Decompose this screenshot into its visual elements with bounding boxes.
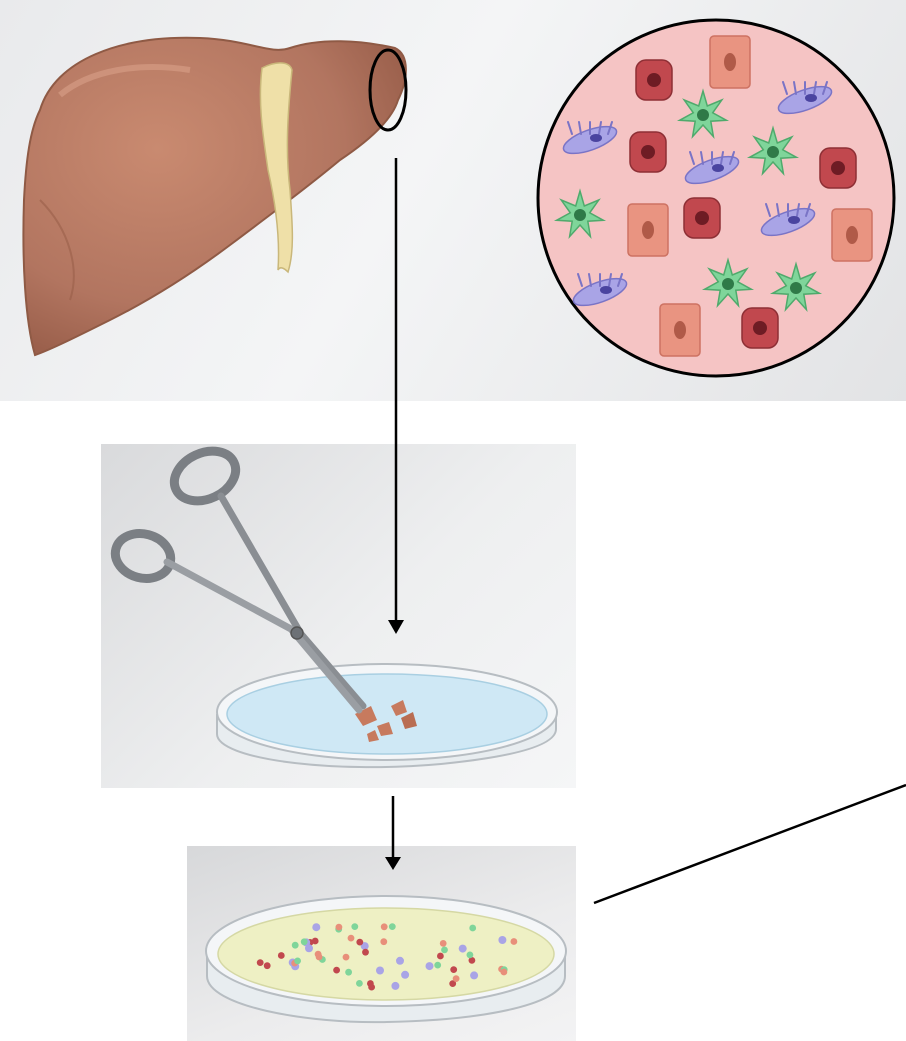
petri-dish [217, 664, 557, 767]
mini-cell [498, 936, 506, 944]
mini-cell [351, 923, 358, 930]
mincing-panel [101, 444, 576, 788]
mini-cell [333, 967, 340, 974]
hepatocyte-cell [684, 198, 720, 238]
hepatocyte-cell [630, 132, 666, 172]
mini-cell [294, 958, 301, 965]
liver-panel [0, 0, 906, 401]
mini-cell [450, 966, 457, 973]
mini-cell [441, 947, 448, 954]
mini-cell [380, 938, 387, 945]
mini-cell [459, 945, 467, 953]
mini-cell [437, 953, 444, 960]
mini-cell [356, 939, 363, 946]
mini-cell [470, 971, 478, 979]
hepatocyte-cell [636, 60, 672, 100]
mini-cell [257, 959, 264, 966]
mini-cell [391, 982, 399, 990]
mini-cell [278, 952, 285, 959]
scissors-icon [110, 444, 363, 710]
mini-cell [348, 935, 355, 942]
endothelial-cell [832, 209, 872, 261]
endothelial-cell [628, 204, 668, 256]
mini-cell [434, 962, 441, 969]
mini-cell [467, 952, 474, 959]
culture-illustration [187, 846, 576, 1041]
mini-cell [381, 923, 388, 930]
connector-line [594, 785, 906, 903]
mini-cell [426, 962, 434, 970]
mini-cell [401, 971, 409, 979]
liver-illustration [0, 0, 906, 401]
mini-cell [362, 949, 369, 956]
mini-cell [356, 980, 363, 987]
culture-medium [218, 908, 554, 1000]
mini-cell [368, 984, 375, 991]
mini-cell [453, 975, 460, 982]
mini-cell [264, 962, 271, 969]
mini-cell [469, 925, 476, 932]
mini-cell [316, 954, 323, 961]
mini-cell [511, 938, 518, 945]
mini-cell [389, 923, 396, 930]
mini-cell [312, 938, 319, 945]
mini-cell [292, 942, 299, 949]
hepatocyte-cell [820, 148, 856, 188]
endothelial-cell [660, 304, 700, 356]
liver-shape [23, 38, 405, 355]
hepatocyte-cell [742, 308, 778, 348]
mini-cell [376, 967, 384, 975]
mini-cell [501, 969, 508, 976]
mincing-illustration [101, 444, 576, 788]
mini-cell [301, 938, 308, 945]
mini-cell [336, 924, 343, 931]
mini-cell [343, 954, 350, 961]
mini-cell [312, 923, 320, 931]
culture-panel [187, 846, 576, 1041]
mini-cell [345, 969, 352, 976]
mini-cell [440, 940, 447, 947]
endothelial-cell [710, 36, 750, 88]
mini-cell [396, 957, 404, 965]
